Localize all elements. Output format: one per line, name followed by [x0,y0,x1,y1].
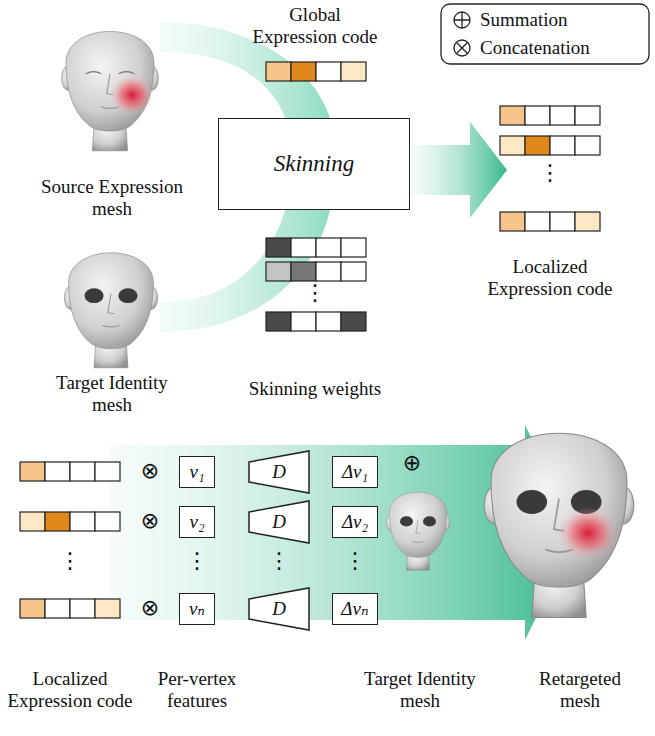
code-cell [341,262,366,281]
code-cell [95,599,120,618]
code-cell [45,512,70,531]
code-cell [525,106,550,125]
node-text: D [272,598,286,620]
caption-label: Localized Expression code [0,668,145,712]
code-cell [575,136,600,155]
decoder-trapezoid: D [248,587,310,631]
code-cell [291,62,316,81]
decoder-trapezoid: D [248,450,310,494]
code-cell [20,512,45,531]
code-cell [45,599,70,618]
node-text: v₁ [189,461,204,483]
caption-label: Per-vertex features [142,668,252,712]
code-cell [341,62,366,81]
code-cell [341,238,366,257]
offset-box: Δvₙ [332,593,378,625]
feature-box: vₙ [179,593,215,625]
code-cell [20,599,45,618]
caption-label: Target Identity mesh [50,372,175,416]
node-text: Δv₁ [342,461,368,483]
caption-label: Target Identity mesh [358,668,483,712]
code-cell [70,599,95,618]
code-cell [291,312,316,331]
code-cell [500,212,525,231]
code-cell [95,512,120,531]
code-cell [266,262,291,281]
decoder-trapezoid: D [248,500,310,544]
code-cell [266,62,291,81]
code-cell [575,212,600,231]
code-cell [316,238,341,257]
code-cell [45,462,70,481]
code-cell [291,238,316,257]
caption-label: Localized Expression code [475,256,625,300]
legend-text: Concatenation [480,37,590,59]
code-cell [500,136,525,155]
code-cell [550,136,575,155]
symbol-label: ⋮ [530,160,570,185]
symbol-label: ⊗ [135,458,165,483]
code-cell [316,262,341,281]
code-cell [550,212,575,231]
caption-label: Skinning weights [215,378,415,400]
code-cell [266,238,291,257]
caption-label: Global Expression code [245,4,385,48]
code-cell [266,312,291,331]
symbol-label: ⊗ [135,595,165,620]
symbol-label: ⋮ [340,548,370,573]
code-cell [70,462,95,481]
code-cell [291,262,316,281]
caption-label: Source Expression mesh [40,176,185,220]
node-text: D [272,461,286,483]
symbol-label: ⋮ [295,280,335,305]
code-cell [95,462,120,481]
node-text: Skinning [274,151,355,177]
node-text: vₙ [189,598,205,620]
code-cell [500,106,525,125]
offset-box: Δv₁ [332,456,378,488]
code-cell [550,106,575,125]
node-text: Δvₙ [341,598,368,620]
caption-label: Retargeted mesh [525,668,635,712]
code-cell [316,312,341,331]
code-cell [341,312,366,331]
symbol-label: ⊕ [397,450,427,475]
code-cell [525,136,550,155]
offset-box: Δv₂ [332,506,378,538]
node-text: D [272,511,286,533]
symbol-label: ⋮ [264,548,294,573]
feature-box: v₁ [179,456,215,488]
code-cell [575,106,600,125]
code-cell [70,512,95,531]
code-cell [525,212,550,231]
symbol-label: ⊗ [135,508,165,533]
legend-text: Summation [480,9,568,31]
node-text: v₂ [189,511,204,533]
skinning-box: Skinning [218,118,410,210]
feature-box: v₂ [179,506,215,538]
symbol-label: ⋮ [55,548,85,573]
symbol-label: ⋮ [182,548,212,573]
node-text: Δv₂ [342,511,368,533]
code-cell [20,462,45,481]
code-cell [316,62,341,81]
